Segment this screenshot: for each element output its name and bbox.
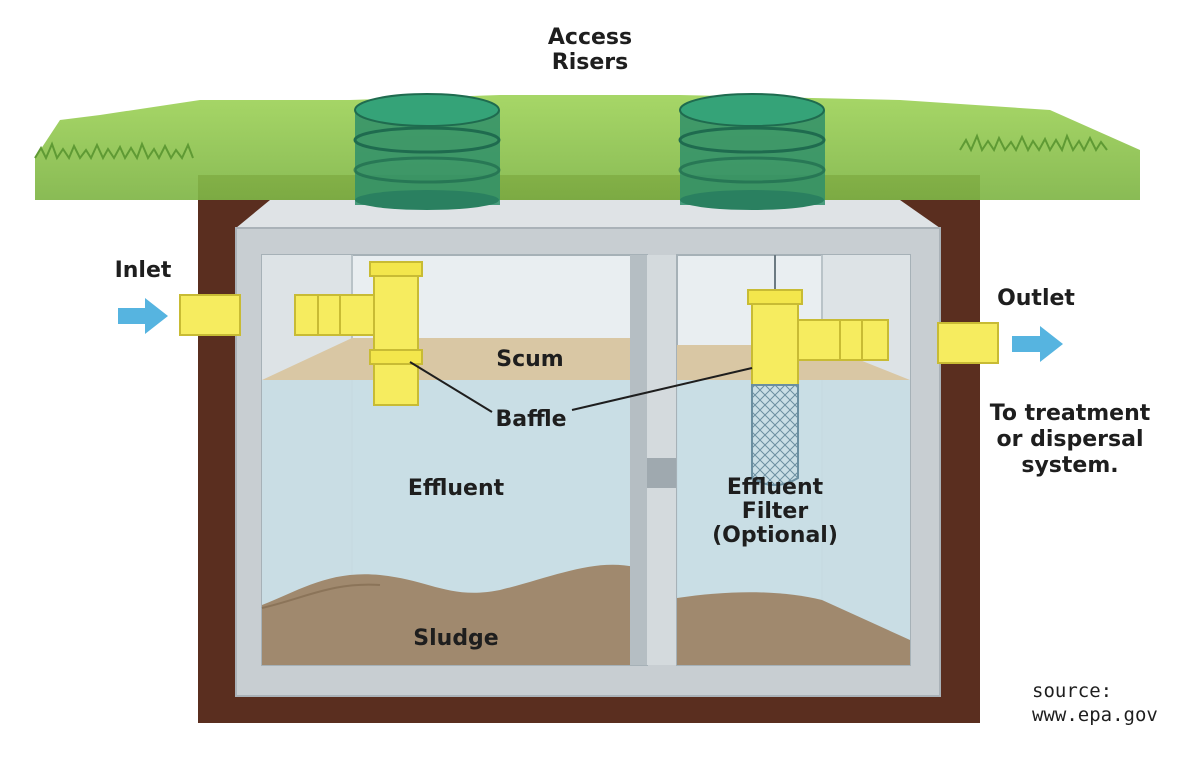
divider-wall (630, 255, 677, 665)
scum-layer (262, 338, 647, 380)
inlet-baffle (369, 261, 423, 406)
baffle-leader-left (409, 361, 493, 413)
effluent-filter (751, 384, 799, 486)
label-sludge: Sludge (413, 626, 498, 651)
label-inlet: Inlet (115, 258, 172, 283)
inlet-pipe (179, 294, 381, 336)
outlet-baffle (747, 255, 889, 386)
sludge-layer-right (677, 592, 910, 665)
outlet-arrow-icon (1012, 326, 1063, 362)
label-effluent-filter-3: (Optional) (712, 523, 838, 548)
inlet-arrow-icon (118, 298, 168, 334)
label-outlet: Outlet (997, 286, 1075, 311)
baffle-leader-right (571, 367, 753, 411)
label-access-risers-1: Access (548, 25, 632, 50)
label-effluent: Effluent (408, 476, 505, 501)
label-effluent-filter-1: Effluent (727, 475, 824, 500)
source-credit-2: www.epa.gov (1032, 704, 1158, 726)
label-scum: Scum (496, 347, 563, 372)
access-riser-right (678, 93, 826, 210)
source-credit-1: source: (1032, 680, 1112, 702)
access-riser-left (353, 93, 501, 210)
label-effluent-filter-2: Filter (742, 499, 809, 524)
label-access-risers-2: Risers (552, 50, 628, 75)
grass (34, 95, 1140, 200)
label-destination-2: or dispersal (996, 427, 1143, 452)
label-baffle: Baffle (495, 407, 566, 432)
label-destination-3: system. (1021, 453, 1118, 478)
outlet-pipe (937, 322, 999, 364)
sludge-layer-left (262, 564, 647, 665)
label-destination-1: To treatment (990, 401, 1151, 426)
